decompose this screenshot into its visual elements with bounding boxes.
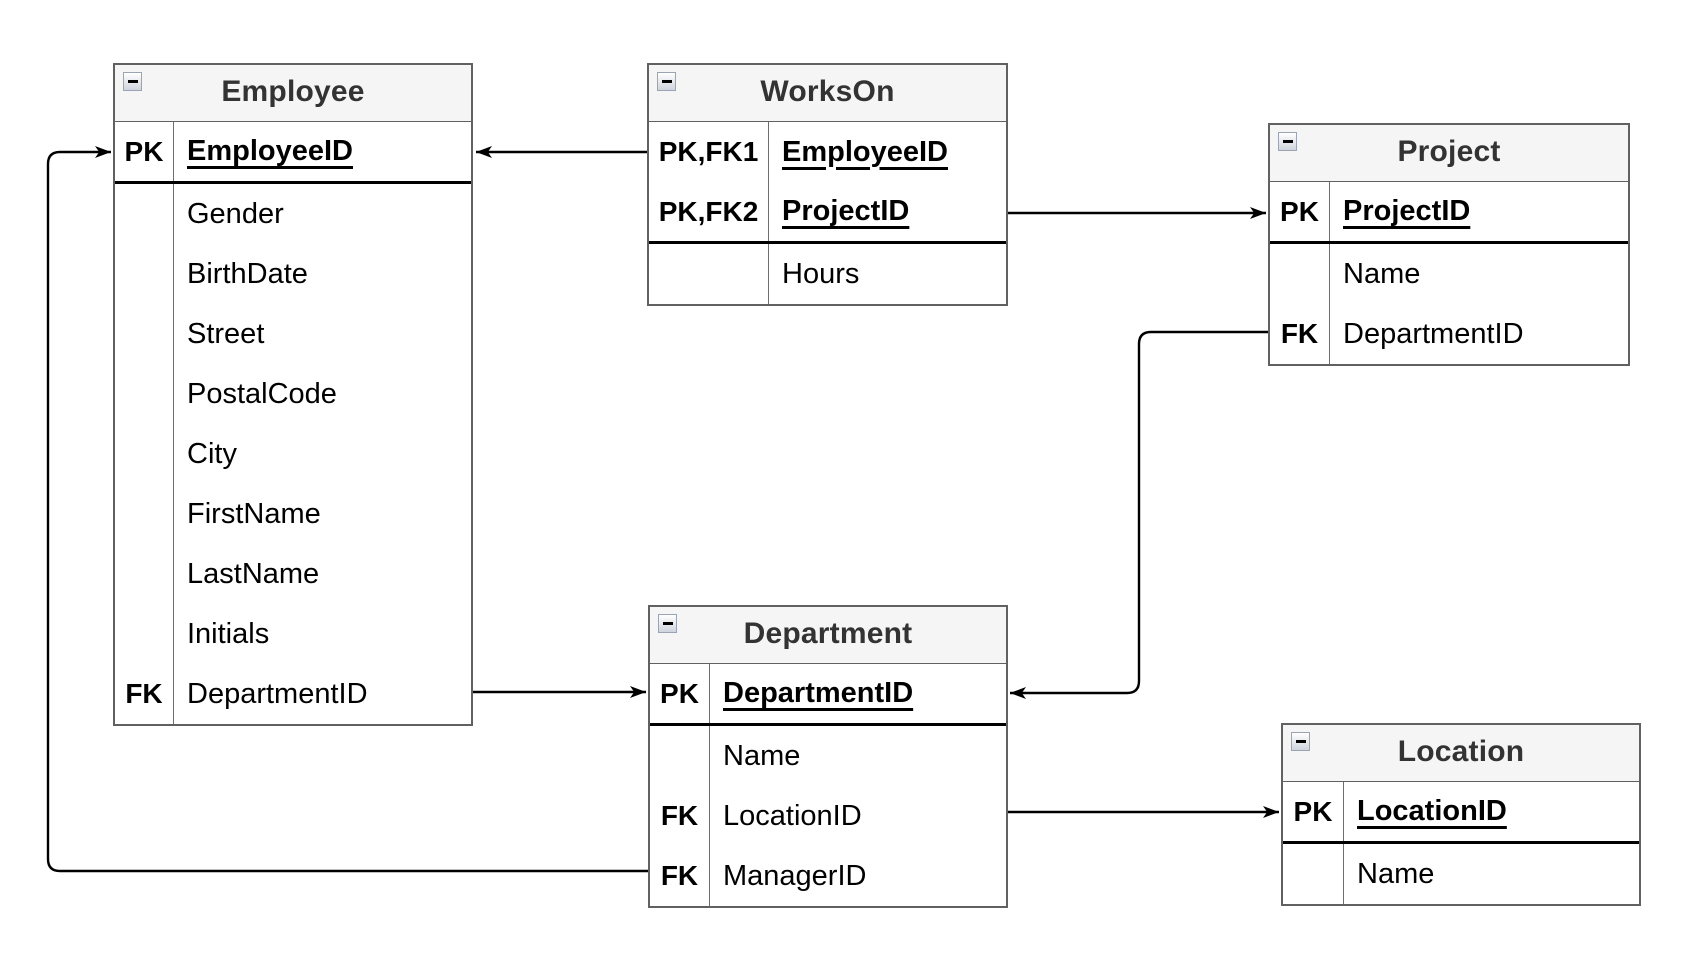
attribute-row[interactable]: FK ManagerID [650,846,1006,906]
attribute-name: Name [723,739,801,772]
entity-header: Department [650,607,1006,664]
minus-icon [127,80,138,83]
attribute-row[interactable]: Gender [115,184,471,244]
collapse-toggle-icon[interactable] [657,72,676,91]
attribute-name: DepartmentID [187,677,368,710]
collapse-toggle-icon[interactable] [123,72,142,91]
attribute-name: PostalCode [187,377,337,410]
entity-project[interactable]: Project PK ProjectID Name FK DepartmentI… [1268,123,1630,366]
key-badge [115,184,174,244]
attribute-name: FirstName [187,497,321,530]
attribute-name: ProjectID [1343,195,1471,227]
attribute-name: LocationID [723,799,862,832]
entity-header: Project [1270,125,1628,182]
entity-header: Employee [115,65,471,122]
minus-icon [662,622,673,625]
collapse-toggle-icon[interactable] [658,614,677,633]
attribute-row[interactable]: PK,FK2 ProjectID [649,182,1006,244]
attribute-row[interactable]: FirstName [115,484,471,544]
key-badge: PK,FK2 [649,182,769,241]
attribute-row[interactable]: FK LocationID [650,786,1006,846]
attribute-name: Initials [187,617,270,650]
attribute-name: DepartmentID [723,677,914,709]
attribute-name: LastName [187,557,320,590]
attribute-row[interactable]: Hours [649,244,1006,304]
attribute-row[interactable]: PK LocationID [1283,782,1639,844]
key-badge: PK,FK1 [649,122,769,182]
key-badge: PK [650,664,710,723]
attribute-name: Gender [187,197,284,230]
attribute-name: BirthDate [187,257,308,290]
attribute-row[interactable]: PK EmployeeID [115,122,471,184]
entity-department[interactable]: Department PK DepartmentID Name FK Locat… [648,605,1008,908]
collapse-toggle-icon[interactable] [1291,732,1310,751]
attribute-row[interactable]: Initials [115,604,471,664]
entity-title: Project [1397,135,1501,168]
attribute-name: ManagerID [723,859,867,892]
key-badge [115,604,174,664]
entity-title: WorksOn [760,75,895,108]
key-badge: FK [650,786,710,846]
key-badge [115,484,174,544]
attribute-name: EmployeeID [782,135,948,168]
attribute-name: Hours [782,257,860,290]
minus-icon [1295,740,1306,743]
key-badge [115,364,174,424]
attribute-row[interactable]: LastName [115,544,471,604]
entity-title: Employee [221,75,365,108]
attribute-row[interactable]: PK,FK1 EmployeeID [649,122,1006,182]
key-badge: FK [115,664,174,724]
attribute-row[interactable]: PK DepartmentID [650,664,1006,726]
connector-project-department[interactable] [1010,330,1268,699]
collapse-toggle-icon[interactable] [1278,132,1297,151]
key-badge: PK [1283,782,1344,841]
key-badge [115,244,174,304]
key-badge [650,726,710,786]
attribute-name: Name [1343,257,1421,290]
attribute-name: Name [1357,857,1435,890]
entity-title: Department [743,617,913,650]
key-badge [649,244,769,304]
attribute-row[interactable]: BirthDate [115,244,471,304]
attribute-row[interactable]: FK DepartmentID [115,664,471,724]
entity-workson[interactable]: WorksOn PK,FK1 EmployeeID PK,FK2 Project… [647,63,1008,306]
key-badge: FK [1270,304,1330,364]
attribute-name: ProjectID [782,195,910,227]
attribute-name: LocationID [1357,795,1507,827]
key-badge [115,544,174,604]
minus-icon [661,80,672,83]
attribute-name: Street [187,317,265,350]
key-badge [115,424,174,484]
attribute-row[interactable]: Name [1270,244,1628,304]
attribute-row[interactable]: FK DepartmentID [1270,304,1628,364]
minus-icon [1282,140,1293,143]
entity-header: Location [1283,725,1639,782]
attribute-row[interactable]: PostalCode [115,364,471,424]
key-badge: PK [115,122,174,181]
attribute-name: City [187,437,237,470]
key-badge: FK [650,846,710,906]
key-badge [1270,244,1330,304]
attribute-name: DepartmentID [1343,317,1524,350]
attribute-row[interactable]: PK ProjectID [1270,182,1628,244]
key-badge [1283,844,1344,904]
attribute-row[interactable]: City [115,424,471,484]
entity-title: Location [1397,735,1525,768]
entity-header: WorksOn [649,65,1006,122]
attribute-row[interactable]: Name [650,726,1006,786]
attribute-name: EmployeeID [187,135,353,167]
entity-employee[interactable]: Employee PK EmployeeID Gender BirthDate … [113,63,473,726]
key-badge [115,304,174,364]
attribute-row[interactable]: Street [115,304,471,364]
key-badge: PK [1270,182,1330,241]
attribute-row[interactable]: Name [1283,844,1639,904]
entity-location[interactable]: Location PK LocationID Name [1281,723,1641,906]
